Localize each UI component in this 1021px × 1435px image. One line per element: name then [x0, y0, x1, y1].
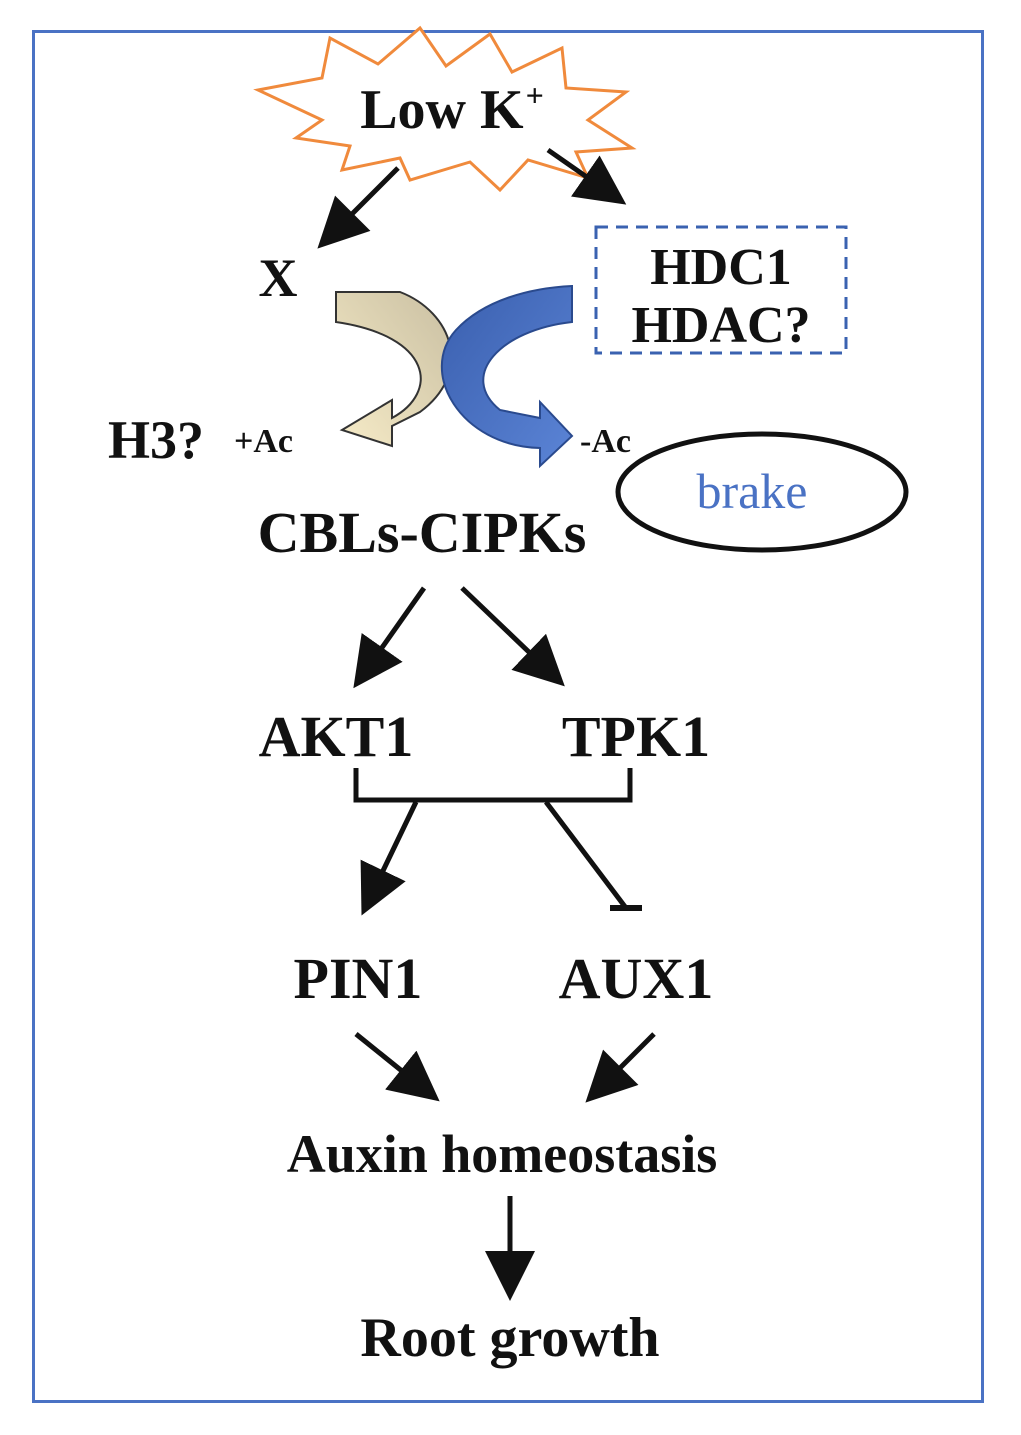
hdac-label: HDAC?: [631, 297, 810, 354]
akt1-label: AKT1: [259, 704, 414, 769]
tpk1-label: TPK1: [562, 704, 710, 769]
brake-ellipse: [615, 431, 909, 553]
inhibition-to-aux1: [544, 800, 628, 910]
arrow-aux1-to-auxin: [585, 1032, 656, 1103]
arrow-lowk-to-hdc1: [546, 147, 627, 205]
diagram-frame: [32, 30, 984, 1403]
arrow-cbls-to-akt1: [353, 586, 427, 689]
h3-label: H3?: [108, 410, 204, 470]
arrow-pin1-to-auxin: [354, 1032, 440, 1102]
akt1-tpk1-bracket: [353, 768, 633, 803]
acetylation-curved-arrow: [335, 291, 453, 448]
auxin-homeostasis-label: Auxin homeostasis: [287, 1124, 718, 1184]
hdc1-hdac-box: [594, 225, 848, 355]
cbls-cipks-label: CBLs-CIPKs: [258, 500, 587, 565]
minus-ac-label: -Ac: [580, 423, 631, 460]
arrow-lowk-to-x: [317, 166, 400, 249]
aux1-label: AUX1: [559, 946, 714, 1011]
arrow-cbls-to-tpk1: [460, 586, 565, 687]
root-growth-label: Root growth: [360, 1307, 659, 1369]
deacetylation-curved-arrow: [440, 284, 574, 469]
x-label: X: [259, 248, 298, 308]
low-k-starburst: [253, 25, 637, 193]
brake-label: brake: [696, 463, 807, 519]
plus-ac-label: +Ac: [234, 423, 293, 460]
arrow-to-pin1: [360, 800, 419, 916]
pin1-label: PIN1: [294, 946, 423, 1011]
low-k-label: Low K+: [360, 77, 544, 141]
hdc1-label: HDC1: [650, 239, 792, 296]
